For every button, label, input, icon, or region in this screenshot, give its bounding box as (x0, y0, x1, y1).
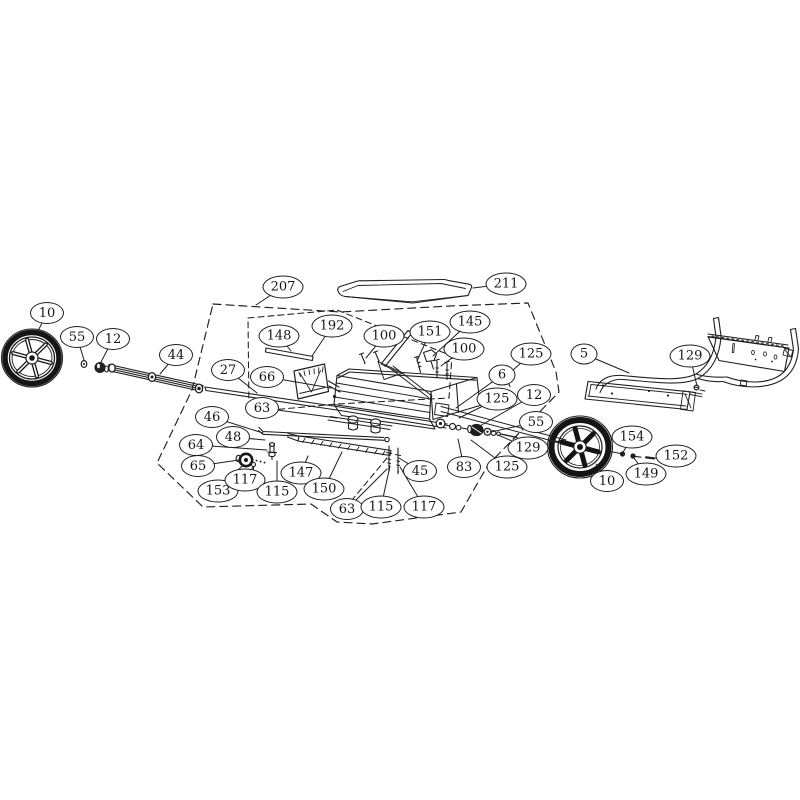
callout-64: 64 (179, 434, 213, 456)
callout-129: 129 (669, 344, 711, 368)
callout-151: 151 (409, 320, 451, 344)
handle-frame (595, 316, 800, 398)
right-wheel (546, 415, 614, 479)
callout-115: 115 (360, 495, 402, 519)
callout-48: 48 (216, 426, 250, 448)
pull-rod (204, 386, 448, 429)
callout-148: 148 (258, 324, 300, 348)
callout-83: 83 (447, 456, 481, 478)
callout-125: 125 (476, 387, 518, 411)
callout-10: 10 (30, 302, 64, 324)
hopper-lid (337, 278, 473, 304)
deflector-plate (584, 380, 696, 412)
left-wheel (0, 328, 64, 388)
callout-192: 192 (311, 314, 353, 338)
callout-100: 100 (443, 337, 485, 361)
callout-150: 150 (303, 477, 345, 501)
callout-6: 6 (488, 364, 516, 386)
axle-tube (107, 363, 204, 394)
hopper (327, 361, 481, 434)
callout-27: 27 (211, 359, 245, 381)
agitator-bar (286, 432, 392, 457)
callout-45: 45 (403, 460, 437, 482)
callout-117: 117 (403, 495, 445, 519)
top-bolts (358, 349, 511, 388)
callout-149: 149 (625, 462, 667, 486)
callout-12: 12 (517, 384, 551, 406)
callout-154: 154 (611, 425, 653, 449)
callout-145: 145 (449, 310, 491, 334)
callout-100: 100 (363, 324, 405, 348)
callout-55: 55 (60, 326, 94, 348)
callout-65: 65 (181, 455, 215, 477)
axle-hardware-left (80, 360, 110, 374)
callout-207: 207 (262, 275, 304, 299)
callout-55: 55 (519, 411, 553, 433)
callout-10: 10 (590, 470, 624, 492)
callout-5: 5 (570, 343, 598, 365)
hardware-left (235, 442, 278, 471)
handle-tube (264, 347, 314, 362)
callout-125: 125 (510, 342, 552, 366)
callout-211: 211 (485, 272, 527, 296)
callout-129: 129 (507, 436, 549, 460)
callout-46: 46 (195, 406, 229, 428)
callout-66: 66 (250, 366, 284, 388)
callout-44: 44 (159, 344, 193, 366)
callout-117: 117 (224, 468, 266, 492)
callout-63: 63 (245, 397, 279, 419)
callout-12: 12 (96, 328, 130, 350)
callout-153: 153 (197, 479, 239, 503)
axle-hardware-right (434, 402, 567, 444)
flow-gauge (293, 363, 341, 400)
callout-115: 115 (256, 480, 298, 504)
callout-152: 152 (655, 444, 697, 468)
callout-125: 125 (486, 455, 528, 479)
callout-63: 63 (330, 498, 364, 520)
under-screws (385, 445, 402, 475)
